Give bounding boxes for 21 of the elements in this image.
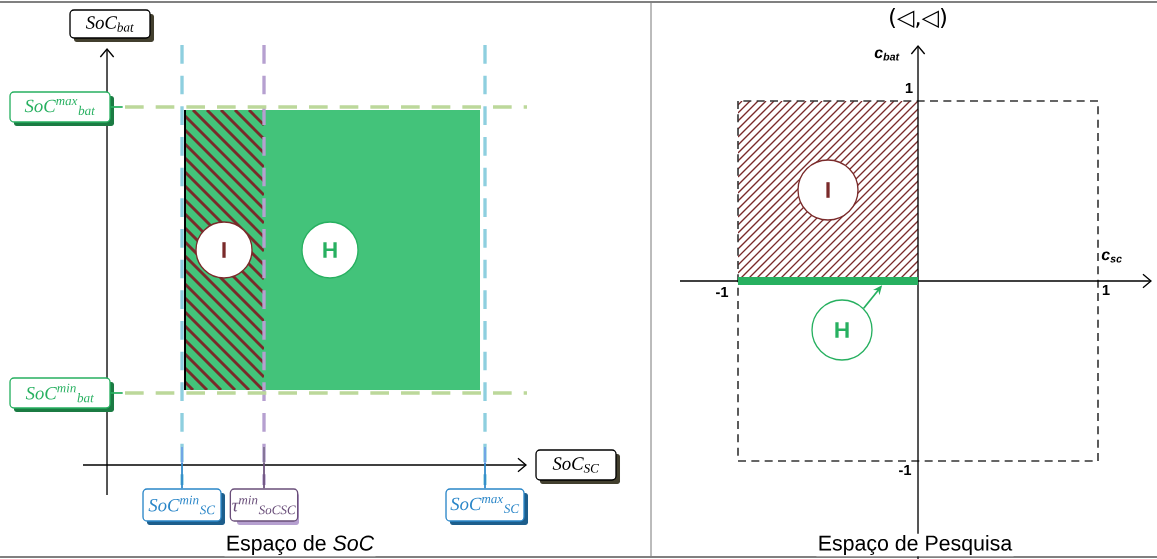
leader-line xyxy=(109,106,124,108)
tick-label: -1 xyxy=(714,285,730,299)
panel-caption: Espaço de SoC xyxy=(224,533,376,557)
panel-caption: Espaço de Pesquisa xyxy=(816,533,1014,557)
leader-line xyxy=(181,462,183,490)
label-box: τ$^{min}$SoCSC xyxy=(229,488,299,525)
label-box: SoC$^{min}$bat xyxy=(9,377,114,412)
leader-line xyxy=(263,462,265,490)
label-box: SoC$_{bat}$ xyxy=(69,9,154,42)
tick-label: 1 xyxy=(903,81,915,95)
axis-label: c$_{sc}$ xyxy=(1099,250,1125,264)
label-box: SoC$^{max}$SC xyxy=(445,488,528,525)
tick-label: -1 xyxy=(897,463,913,477)
label-box: SoC$_{SC}$ xyxy=(535,449,620,484)
axis-title: (◁,◁) xyxy=(886,6,950,30)
leader-line xyxy=(484,462,486,490)
label-box: SoC$^{max}$bat xyxy=(9,91,114,126)
axis-label: c$_{bat}$ xyxy=(872,48,902,62)
leader-line xyxy=(109,392,124,394)
tick-label: 1 xyxy=(1100,283,1112,297)
label-box: SoC$^{min}$SC xyxy=(142,488,225,525)
